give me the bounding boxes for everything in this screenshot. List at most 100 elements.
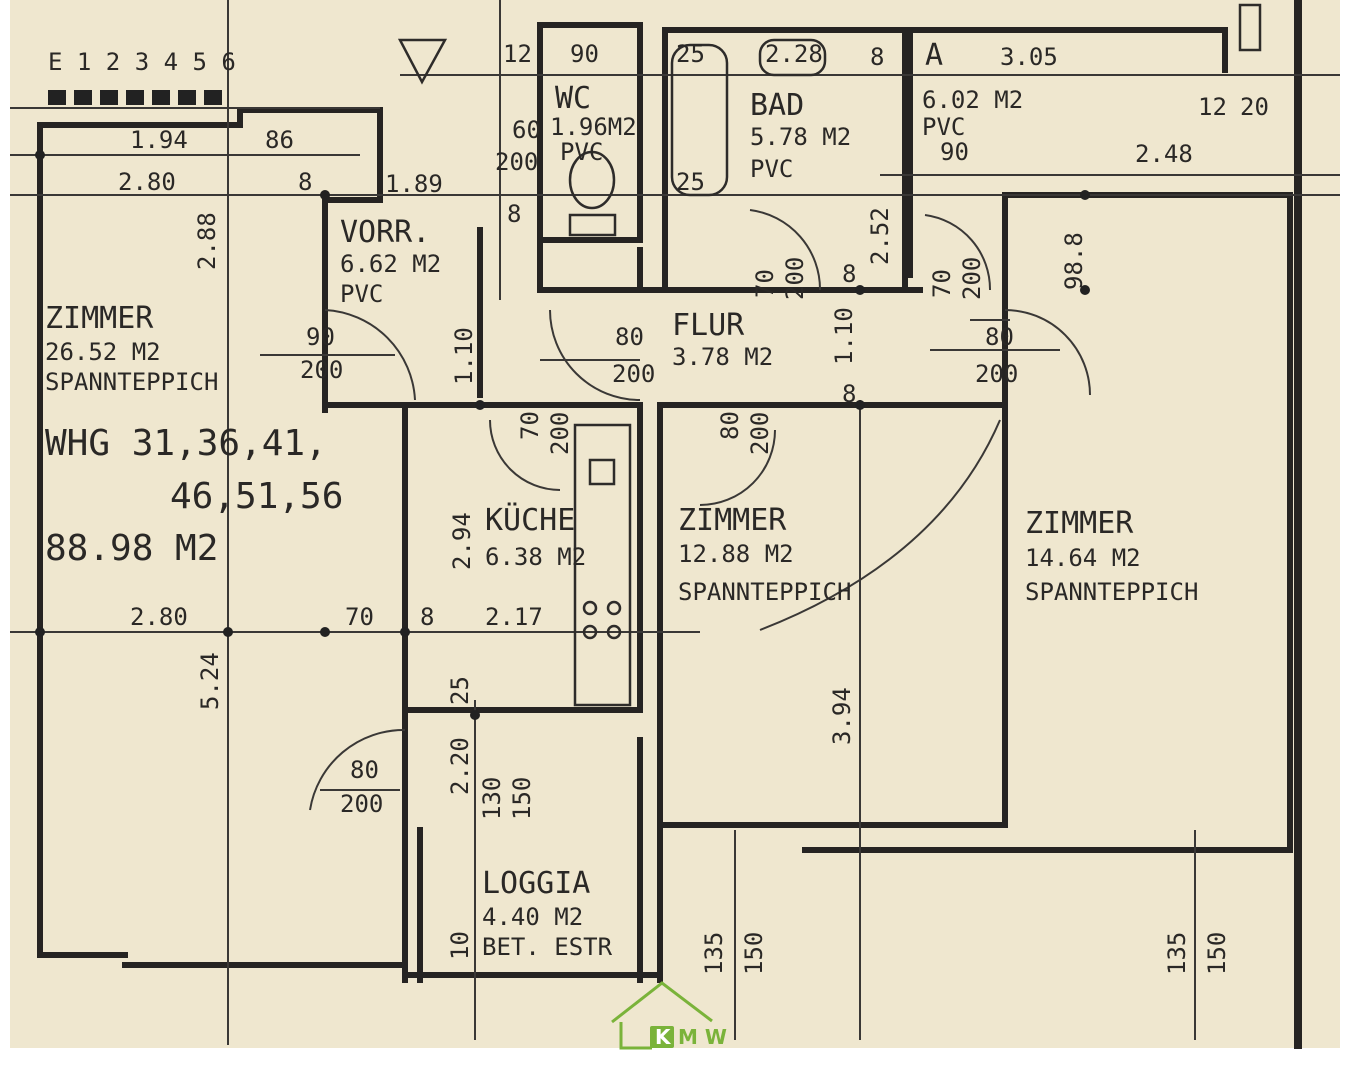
fixtures bbox=[48, 38, 827, 707]
dimension-label: 70 bbox=[928, 269, 956, 298]
dimension-lines bbox=[10, 0, 1340, 1045]
dimension-label: 2.17 bbox=[485, 603, 543, 631]
dimension-label: 80 bbox=[716, 411, 744, 440]
apartment-info: WHG 31,36,41, 46,51,56 88.98 M2 bbox=[45, 423, 343, 569]
room-floor: PVC bbox=[560, 138, 603, 166]
dimension-label: 60 bbox=[512, 116, 541, 144]
dimension-label: 20 bbox=[1240, 93, 1269, 121]
room-name: WC bbox=[555, 81, 591, 116]
dimension-label: 86 bbox=[265, 126, 294, 154]
dimension-label: 70 bbox=[516, 411, 544, 440]
dimension-label: 200 bbox=[495, 148, 538, 176]
dimension-label: 2.80 bbox=[118, 168, 176, 196]
room-area: 3.78 M2 bbox=[672, 343, 773, 371]
dimension-label: 80 bbox=[985, 323, 1014, 351]
dimension-label: 12 bbox=[503, 40, 532, 68]
dimension-label: 8 bbox=[298, 168, 312, 196]
kmw-logo: K M W bbox=[611, 981, 727, 1050]
dimension-label: 3.94 bbox=[828, 687, 856, 745]
dimension-label: 25 bbox=[446, 676, 474, 705]
dimension-label: 150 bbox=[1203, 932, 1231, 975]
dimension-label: 90 bbox=[306, 323, 335, 351]
room-area: 4.40 M2 bbox=[482, 903, 583, 931]
bathtub bbox=[670, 43, 729, 197]
dimension-label: 12 bbox=[1198, 93, 1227, 121]
dimension-label: 1.94 bbox=[130, 126, 188, 154]
room-zimmer-right: ZIMMER 14.64 M2 SPANNTEPPICH bbox=[1025, 506, 1198, 606]
dimension-label: 80 bbox=[350, 756, 379, 784]
dimension-label: 2.52 bbox=[866, 207, 894, 265]
entrance-marker-icon bbox=[397, 38, 448, 85]
room-loggia: LOGGIA 4.40 M2 BET. ESTR bbox=[482, 866, 613, 961]
dimension-label: 25 bbox=[676, 168, 705, 196]
dimension-label: 135 bbox=[700, 932, 728, 975]
room-wc: WC 1.96M2 PVC bbox=[550, 81, 637, 166]
dimension-label: 200 bbox=[300, 356, 343, 384]
room-floor: BET. ESTR bbox=[482, 933, 613, 961]
room-name: KÜCHE bbox=[485, 502, 575, 538]
apartment-numbers: WHG 31,36,41, bbox=[45, 423, 327, 464]
room-area: 14.64 M2 bbox=[1025, 544, 1141, 572]
dimension-label: 200 bbox=[958, 257, 986, 300]
room-bad: BAD 5.78 M2 PVC bbox=[750, 88, 851, 183]
dimension-label: 2.88 bbox=[193, 212, 221, 270]
dimension-label: 200 bbox=[746, 412, 774, 455]
dimension-labels: 1.94 86 2.80 8 2.88 90 200 1.10 1.89 12 … bbox=[118, 40, 1269, 975]
kitchen-counter bbox=[573, 423, 632, 707]
bathroom-sink bbox=[758, 38, 827, 77]
room-area: 12.88 M2 bbox=[678, 540, 794, 568]
dimension-label: 80 bbox=[615, 323, 644, 351]
dimension-label: 70 bbox=[345, 603, 374, 631]
dimension-label: 200 bbox=[340, 790, 383, 818]
toilet-tank bbox=[568, 213, 617, 237]
room-flur: FLUR 3.78 M2 bbox=[672, 308, 773, 371]
room-floor: PVC bbox=[750, 155, 793, 183]
dimension-label: 8 bbox=[842, 380, 856, 408]
dimension-label: 1.10 bbox=[450, 327, 478, 385]
room-floor: SPANNTEPPICH bbox=[1025, 578, 1198, 606]
room-area: 6.02 M2 bbox=[922, 86, 1023, 114]
room-floor: SPANNTEPPICH bbox=[678, 578, 851, 606]
room-floor: SPANNTEPPICH bbox=[45, 368, 218, 396]
dimension-label: 200 bbox=[975, 360, 1018, 388]
room-name: ZIMMER bbox=[678, 503, 787, 538]
dimension-label: 8 bbox=[507, 200, 521, 228]
dimension-label: 150 bbox=[508, 777, 536, 820]
dimension-label: 2.28 bbox=[765, 40, 823, 68]
room-name: VORR. bbox=[340, 215, 430, 250]
room-zimmer-left: ZIMMER 26.52 M2 SPANNTEPPICH bbox=[45, 301, 218, 396]
dimension-label: 25 bbox=[676, 40, 705, 68]
room-name: FLUR bbox=[672, 308, 745, 343]
room-name: ZIMMER bbox=[1025, 506, 1134, 541]
room-abstellraum: A 6.02 M2 PVC bbox=[922, 38, 1023, 141]
dimension-label: 2.80 bbox=[130, 603, 188, 631]
room-name: ZIMMER bbox=[45, 301, 154, 336]
dimension-label: 150 bbox=[740, 932, 768, 975]
dimension-label: 8 bbox=[842, 260, 856, 288]
room-floor: PVC bbox=[340, 280, 383, 308]
dimension-label: 8 bbox=[870, 43, 884, 71]
dimension-label: 5.24 bbox=[196, 652, 224, 710]
dimension-label: 10 bbox=[446, 931, 474, 960]
room-name: A bbox=[925, 38, 943, 73]
apartment-total-area: 88.98 M2 bbox=[45, 528, 218, 569]
dimension-label: 200 bbox=[546, 412, 574, 455]
walls bbox=[37, 0, 1302, 1049]
logo-letters-mw: M W bbox=[678, 1025, 727, 1049]
dimension-label: 130 bbox=[478, 777, 506, 820]
toilet bbox=[568, 150, 616, 210]
room-kueche: KÜCHE 6.38 M2 bbox=[485, 502, 586, 571]
apartment-numbers-2: 46,51,56 bbox=[170, 476, 343, 517]
meter-boxes bbox=[48, 90, 222, 105]
dimension-label: 98.8 bbox=[1060, 232, 1088, 290]
room-area: 5.78 M2 bbox=[750, 123, 851, 151]
room-vorraum: VORR. 6.62 M2 PVC bbox=[340, 215, 441, 308]
dimension-label: 2.94 bbox=[448, 512, 476, 570]
room-name: BAD bbox=[750, 88, 804, 123]
dimension-label: 3.05 bbox=[1000, 43, 1058, 71]
room-area: 6.38 M2 bbox=[485, 543, 586, 571]
room-floor: PVC bbox=[922, 113, 965, 141]
dimension-label: 200 bbox=[781, 257, 809, 300]
meter-legend: E 1 2 3 4 5 6 bbox=[48, 48, 236, 76]
